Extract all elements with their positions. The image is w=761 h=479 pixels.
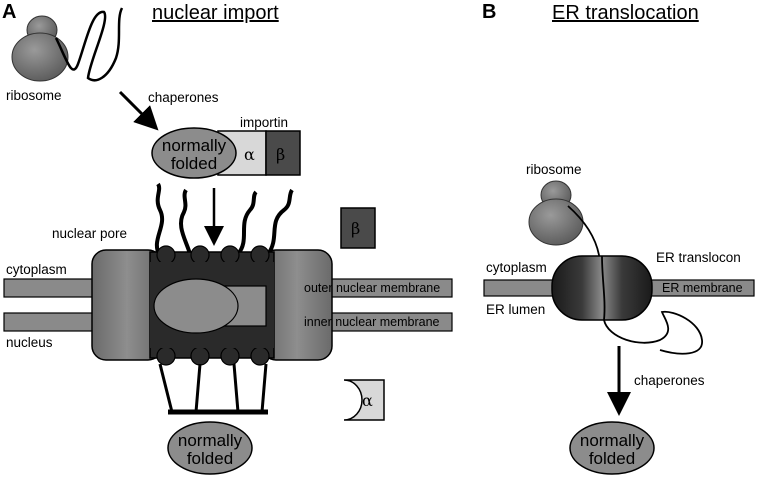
panel-a: A nuclear import ribosome chaperones imp… xyxy=(2,1,453,475)
folded-protein-bottom-a xyxy=(167,421,253,475)
importin-label: importin xyxy=(240,115,288,130)
importin-alpha-symbol: α xyxy=(244,145,255,164)
folded-top-line1: normally xyxy=(162,136,227,155)
ribosome-b-large xyxy=(528,198,584,246)
panel-a-heading: nuclear import xyxy=(152,2,279,24)
importin-beta-box xyxy=(265,130,301,176)
chaperones-arrow-a xyxy=(118,90,159,131)
cytoplasm-label-a: cytoplasm xyxy=(6,262,67,277)
nuclear-basket xyxy=(158,363,268,415)
panel-a-letter: A xyxy=(2,1,16,23)
ribosome-label-b: ribosome xyxy=(526,162,582,177)
folded-bottom-a-line2: folded xyxy=(187,449,233,468)
pore-cargo xyxy=(153,278,239,334)
ribosome-label-a: ribosome xyxy=(6,88,62,103)
free-alpha-symbol: α xyxy=(362,391,373,410)
er-membrane-label: ER membrane xyxy=(662,281,743,295)
er-lumen-label: ER lumen xyxy=(486,302,545,317)
ribosome-b xyxy=(528,180,584,246)
folded-b-line2: folded xyxy=(589,449,635,468)
chaperones-label-b: chaperones xyxy=(634,373,705,388)
ribosome-a xyxy=(11,15,69,82)
pore-filaments xyxy=(154,182,294,258)
nuclear-pore-label: nuclear pore xyxy=(52,226,127,241)
panel-b-letter: B xyxy=(482,1,496,23)
ribosome-large-subunit xyxy=(11,32,69,82)
chain-through-translocon xyxy=(601,255,606,321)
panel-b: B ER translocation ribosome cytoplasm ER… xyxy=(482,1,755,475)
panel-b-heading: ER translocation xyxy=(552,2,699,24)
folded-b-line1: normally xyxy=(580,431,645,450)
chain-in-lumen xyxy=(603,310,703,355)
nascent-chain-a xyxy=(54,7,124,82)
chaperones-label-a: chaperones xyxy=(148,90,219,105)
cytoplasm-label-b: cytoplasm xyxy=(486,260,547,275)
importin-beta-symbol: β xyxy=(276,145,285,164)
free-beta-box xyxy=(340,207,376,249)
inner-membrane-label: inner nuclear membrane xyxy=(304,315,440,329)
folded-top-line2: folded xyxy=(171,154,217,173)
free-alpha-shape xyxy=(343,379,385,421)
outer-membrane-label: outer nuclear membrane xyxy=(304,281,440,295)
folded-protein-top xyxy=(151,127,237,179)
nucleus-label: nucleus xyxy=(6,335,53,350)
free-beta-symbol: β xyxy=(351,219,360,238)
folded-bottom-a-line1: normally xyxy=(178,431,243,450)
pore-channel-bumps xyxy=(156,245,270,366)
folded-protein-b xyxy=(569,421,655,475)
translocon-label: ER translocon xyxy=(656,250,741,265)
